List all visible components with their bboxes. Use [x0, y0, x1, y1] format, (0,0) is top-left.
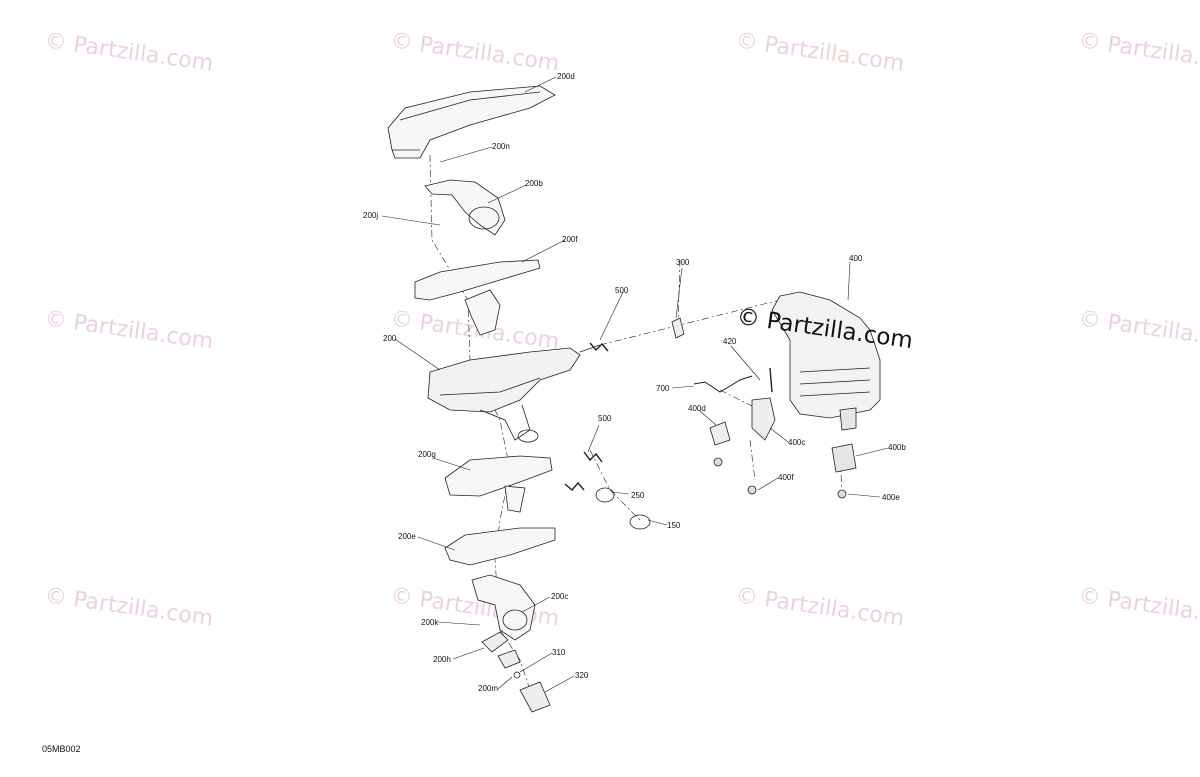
ring-150 [629, 514, 651, 530]
callout-400[interactable]: 400 [849, 254, 863, 263]
leader-lines [381, 76, 889, 693]
clamp-200m [497, 649, 521, 669]
bracket-200h [481, 631, 509, 653]
callout-310[interactable]: 310 [552, 648, 566, 657]
callout-400c[interactable]: 400c [788, 438, 806, 447]
heat-shield-200f [414, 259, 541, 336]
tailpipe-320 [519, 681, 551, 713]
callout-200g[interactable]: 200g [418, 450, 436, 459]
callout-400f[interactable]: 400f [778, 473, 794, 482]
grommet-lower [713, 457, 723, 467]
callout-200h[interactable]: 200h [433, 655, 451, 664]
callout-200m[interactable]: 200m [478, 684, 499, 693]
callout-200f[interactable]: 200f [562, 235, 578, 244]
grommet-400e [837, 489, 847, 499]
spring-500-upper [589, 342, 609, 352]
callout-200b[interactable]: 200b [525, 179, 543, 188]
callout-300[interactable]: 300 [676, 258, 690, 267]
damper-400b [831, 443, 857, 473]
heat-shield-200c [471, 574, 536, 641]
callout-420[interactable]: 420 [723, 337, 737, 346]
gasket-300 [671, 317, 685, 339]
callout-200n[interactable]: 200n [492, 142, 510, 151]
callout-500-lower[interactable]: 500 [598, 414, 612, 423]
sensor-700 [693, 375, 753, 393]
callout-200k[interactable]: 200k [421, 618, 439, 627]
callout-400d[interactable]: 400d [688, 404, 706, 413]
spring-500-lower-2 [564, 481, 585, 491]
callout-700[interactable]: 700 [656, 384, 670, 393]
callout-400b[interactable]: 400b [888, 443, 906, 452]
bracket-400d [709, 421, 731, 446]
grommet-400f [747, 485, 757, 495]
callout-200d[interactable]: 200d [557, 72, 575, 81]
diagram-code: 05MB002 [42, 744, 81, 754]
spring-500-lower [583, 451, 603, 463]
callout-200j[interactable]: 200j [363, 211, 379, 220]
callout-200[interactable]: 200 [383, 334, 397, 343]
callout-200c[interactable]: 200c [551, 592, 569, 601]
heat-shield-200e [444, 527, 556, 566]
callout-500-upper[interactable]: 500 [615, 286, 629, 295]
callout-250[interactable]: 250 [631, 491, 645, 500]
ring-250 [595, 487, 615, 503]
heat-shield-200b [424, 179, 506, 236]
nut-310 [513, 671, 521, 679]
stud-420 [769, 367, 773, 393]
callout-320[interactable]: 320 [575, 671, 589, 680]
bracket-400c [751, 397, 776, 441]
callout-150[interactable]: 150 [667, 521, 681, 530]
exhaust-manifold-200 [427, 344, 601, 443]
callout-200e[interactable]: 200e [398, 532, 416, 541]
muffler-400 [771, 291, 881, 431]
heat-shield-200g [444, 455, 553, 513]
callout-400e[interactable]: 400e [882, 493, 900, 502]
heat-shield-200d [387, 85, 556, 159]
assembly-centerlines [429, 154, 843, 691]
